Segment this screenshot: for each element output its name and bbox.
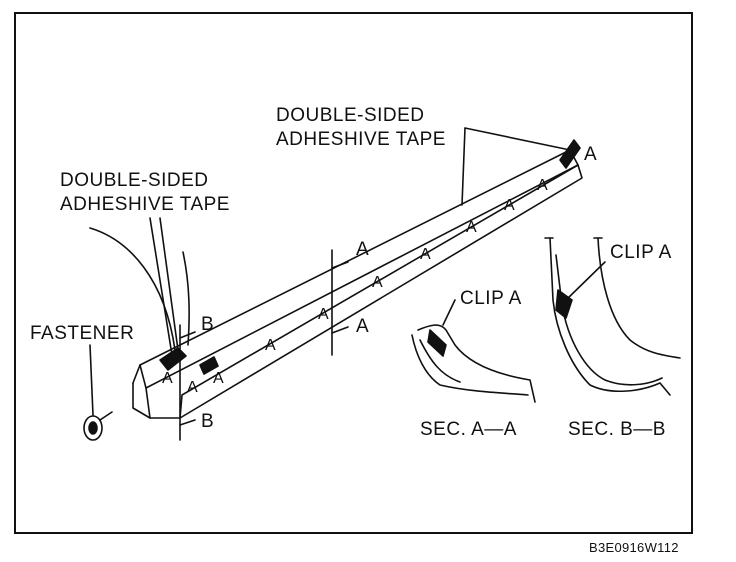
cut-a-lower-label: A	[356, 316, 370, 337]
fastener-label: FASTENER	[30, 323, 135, 344]
tape-label-top-line2: ADHESHIVE TAPE	[276, 129, 446, 150]
a-mark: A	[213, 370, 225, 387]
tape-top-leader	[464, 127, 571, 151]
a-mark: A	[372, 274, 384, 291]
a-mark: A	[265, 337, 277, 354]
section-aa-drawing	[411, 299, 536, 403]
end-a-label: A	[584, 144, 598, 165]
tape-label-left-line1: DOUBLE-SIDED	[60, 170, 209, 191]
cut-arrow-b-upper	[179, 331, 196, 339]
right-tape-block	[559, 139, 581, 169]
clip-a-left-label: CLIP A	[460, 288, 522, 309]
a-mark: A	[420, 246, 432, 263]
left-tape-block-2	[199, 356, 219, 375]
clip-a-right-label: CLIP A	[610, 242, 672, 263]
cut-b-upper-label: B	[201, 314, 215, 335]
tape-top-leader-2	[461, 127, 466, 206]
tape-label-left-line2: ADHESHIVE TAPE	[60, 194, 230, 215]
fender-arc	[89, 227, 176, 351]
a-mark: A	[162, 370, 174, 387]
cut-arrow-a-upper	[331, 261, 349, 269]
section-bb-label: SEC. B—B	[568, 419, 666, 440]
a-mark: A	[466, 219, 478, 236]
door-edge-line	[182, 251, 190, 346]
cut-b-lower-label: B	[201, 411, 215, 432]
section-aa-label: SEC. A—A	[420, 419, 517, 440]
a-mark: A	[187, 379, 199, 396]
figure-frame	[14, 12, 693, 534]
cut-a-upper-label: A	[356, 239, 370, 260]
tape-left-leader-2	[159, 217, 179, 351]
tape-label-top-line1: DOUBLE-SIDED	[276, 105, 425, 126]
figure-code: B3E0916W112	[589, 540, 679, 555]
a-mark: A	[537, 177, 549, 194]
tape-left-leader	[149, 217, 173, 356]
fastener-part	[83, 411, 113, 441]
fastener-leader	[89, 344, 94, 416]
a-mark: A	[318, 306, 330, 323]
left-tape-block	[159, 347, 187, 371]
cut-arrow-a-lower	[331, 326, 349, 334]
section-bb-drawing	[544, 237, 681, 396]
cut-arrow-b-lower	[179, 419, 196, 426]
a-mark: A	[504, 197, 516, 214]
